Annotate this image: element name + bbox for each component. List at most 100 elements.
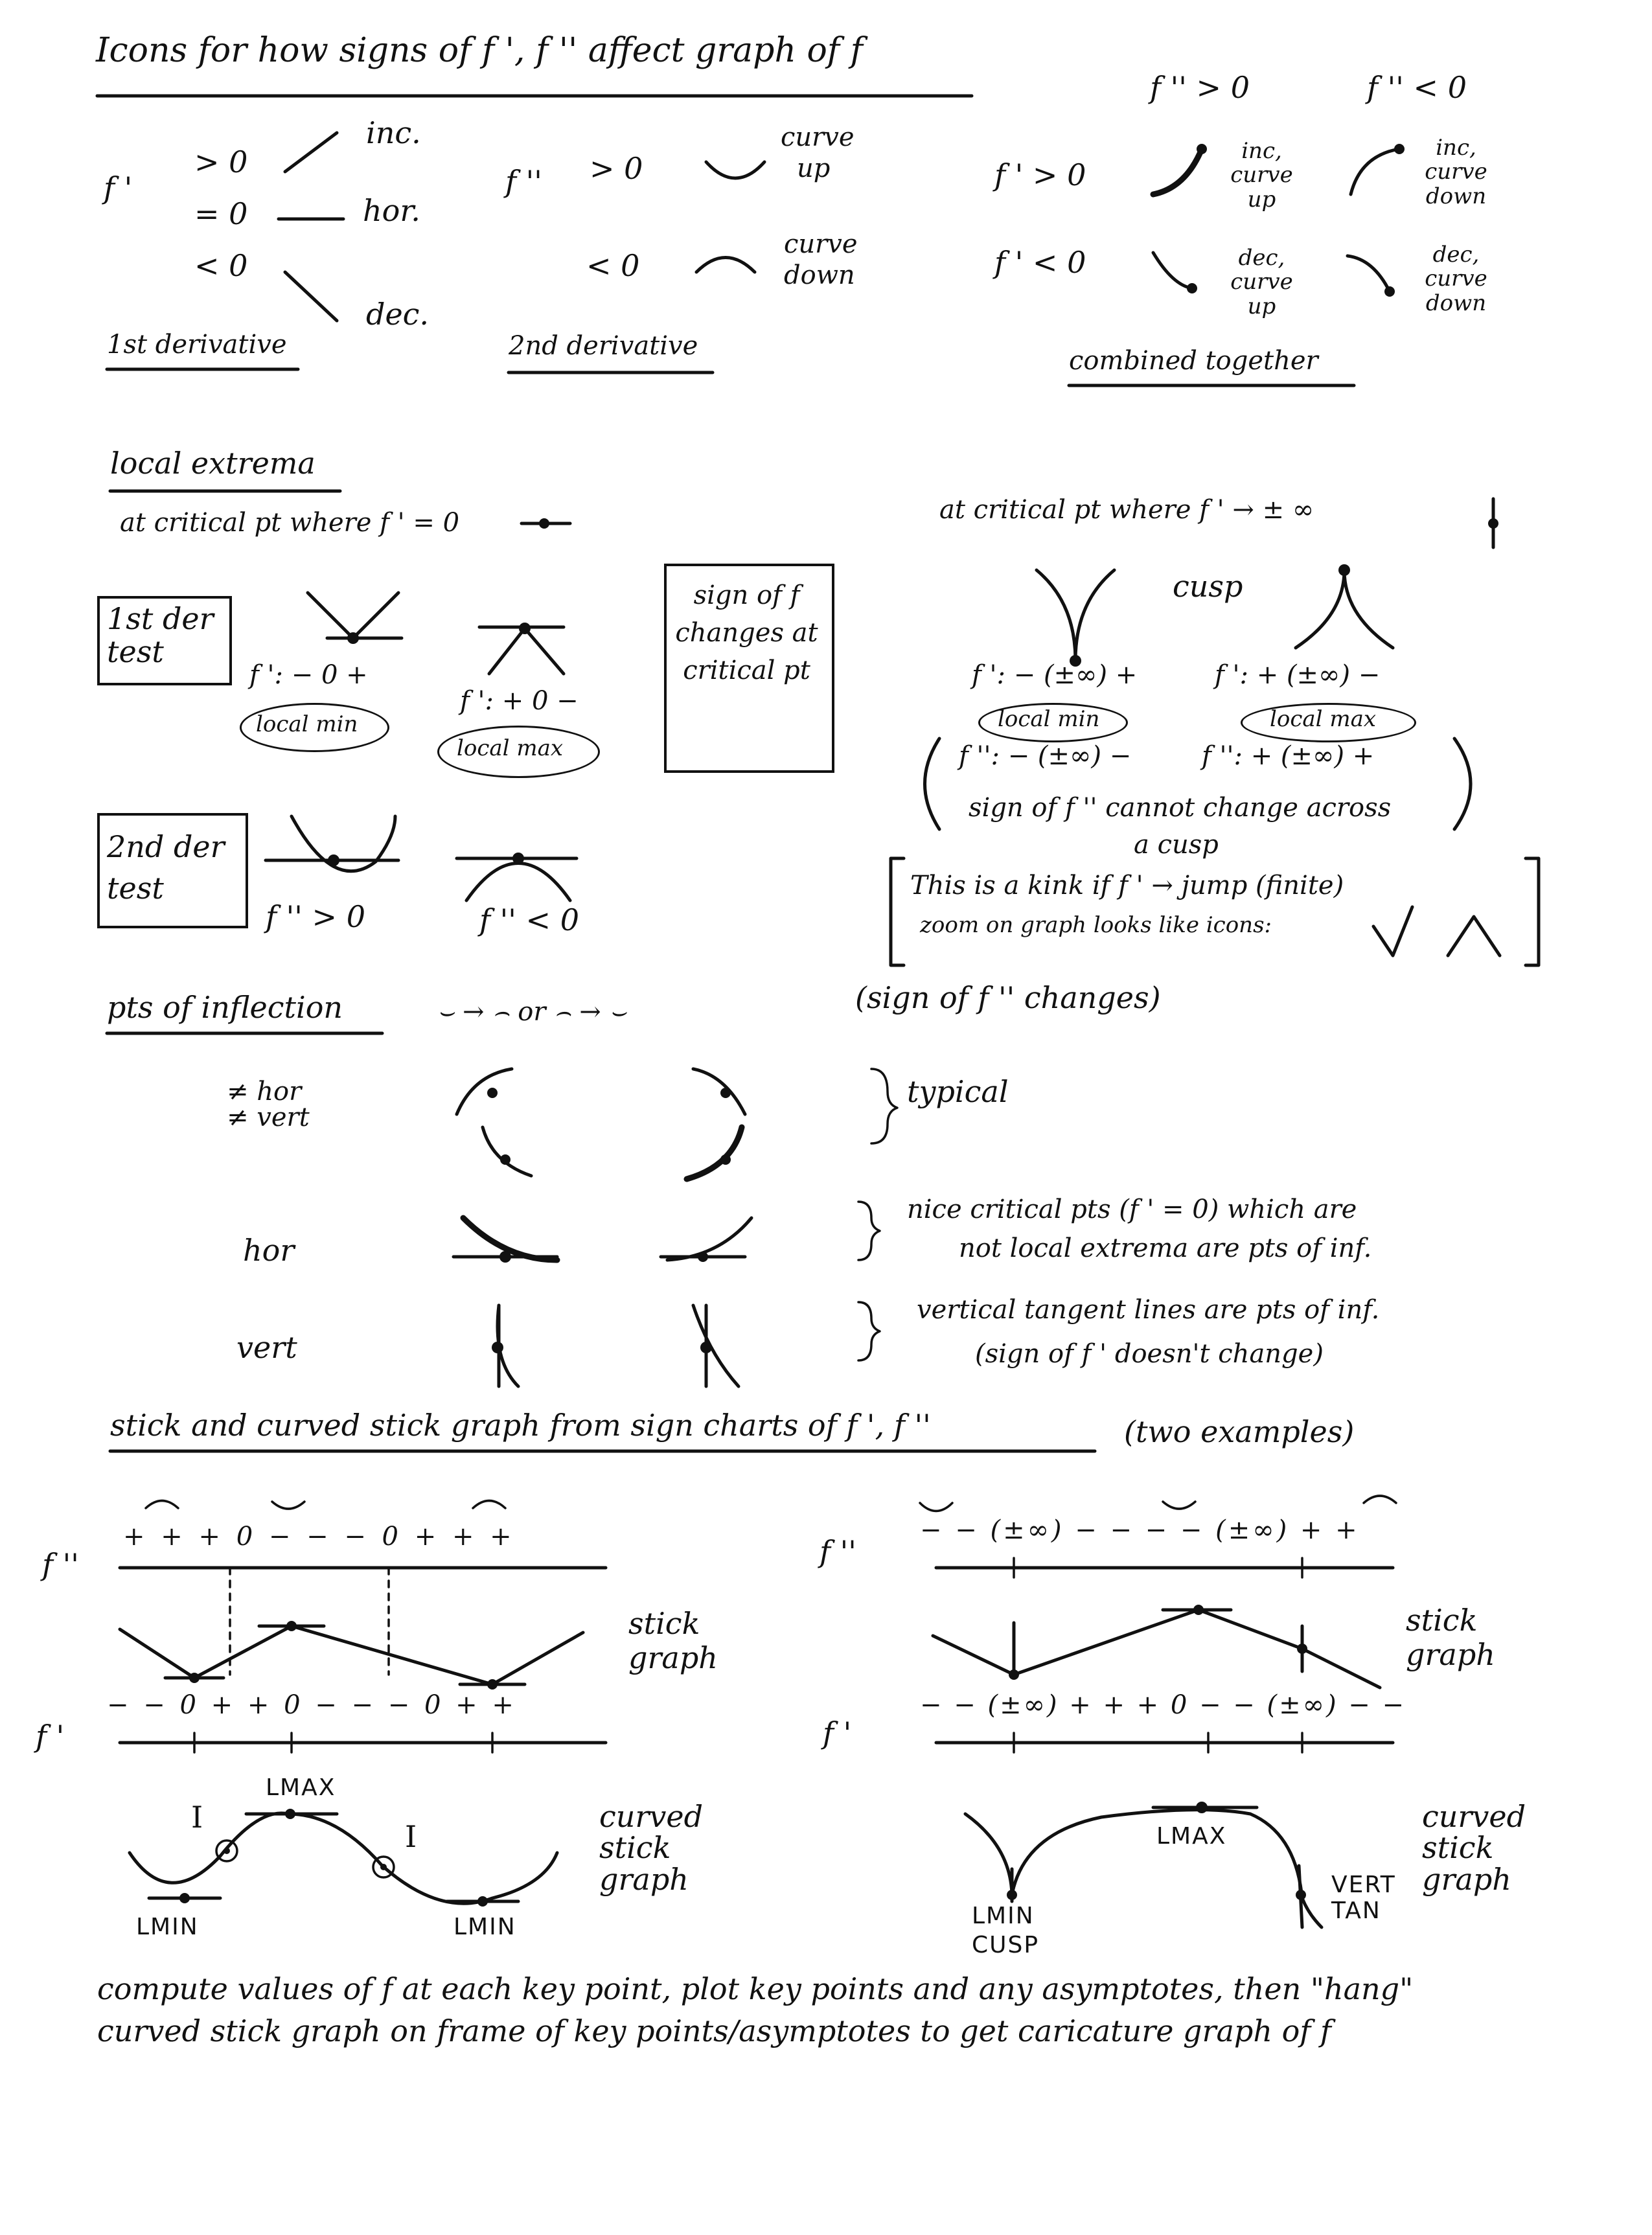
combined-inc-down: inc, curve down <box>1425 135 1487 209</box>
stick-subheading: (two examples) <box>1124 1414 1355 1449</box>
brace-vert <box>857 1301 881 1362</box>
brace-typical <box>870 1068 899 1145</box>
footer-line-1: compute values of f at each key point, p… <box>97 1971 1414 2006</box>
infl-typical-4 <box>683 1124 745 1182</box>
local-max-v-icon <box>487 626 566 676</box>
f1-hor-label: hor. <box>363 193 420 228</box>
concave-up-min-icon <box>290 814 397 873</box>
ex1-lmin-right: LMIN <box>453 1914 516 1940</box>
infl-typical-label: ≠ hor ≠ vert <box>227 1077 310 1132</box>
ex1-stick-graph <box>118 1624 585 1686</box>
cusp-sign-min: f ': − (±∞) + <box>972 660 1138 690</box>
cusp-note-1: sign of f '' cannot change across <box>969 793 1392 823</box>
right-bracket <box>1524 856 1541 967</box>
critical-inf-label: at critical pt where f ' → ± ∞ <box>939 495 1314 525</box>
ex2-f2-symbol: f '' <box>820 1534 856 1569</box>
ex1-lmin-left: LMIN <box>136 1914 199 1940</box>
f2-up-l2: up <box>797 154 831 183</box>
kink-note-2: zoom on graph looks like icons: <box>920 912 1272 938</box>
sign-of-f-box <box>664 564 834 773</box>
f2-sign-neg: < 0 <box>586 248 640 283</box>
infl-hor-desc-1: nice critical pts (f ' = 0) which are <box>907 1195 1357 1224</box>
f1-sign-pos: > 0 <box>194 144 248 179</box>
combined-row-1: f ' > 0 <box>994 157 1086 192</box>
ex2-lmax: LMAX <box>1156 1823 1227 1850</box>
inc-stick <box>283 131 339 174</box>
combined-col-1: f '' > 0 <box>1150 70 1250 105</box>
f1-inc-label: inc. <box>366 115 421 150</box>
f2-down-l2: down <box>784 260 855 290</box>
kink-note-1: This is a kink if f ' → jump (finite) <box>910 871 1344 900</box>
ex2-curved-label: curved stick graph <box>1422 1799 1526 1897</box>
infl-typical-1 <box>455 1067 514 1116</box>
f1-sign-neg: < 0 <box>194 248 248 283</box>
infl-vert-2 <box>691 1303 740 1388</box>
infl-hor-2 <box>665 1216 753 1262</box>
cusp-local-min: local min <box>998 706 1100 732</box>
local-min-oval <box>240 703 389 752</box>
f1-sign-zero: = 0 <box>194 196 248 231</box>
ex1-stick-label: stick graph <box>628 1606 718 1675</box>
first-der-test-box <box>97 596 232 685</box>
f1-dec-label: dec. <box>366 297 430 332</box>
inc-down-icon <box>1349 147 1401 196</box>
f1-caption: 1st derivative <box>107 330 287 360</box>
ex2-f1-signs: − − (±∞) + + + 0 − − (±∞) − − <box>920 1690 1406 1720</box>
local-min-label: local min <box>256 711 358 737</box>
kink-max-icon <box>1446 915 1502 957</box>
ex1-curved-label: curved stick graph <box>599 1799 704 1897</box>
second-der-test-box <box>97 813 248 928</box>
combined-inc-up: inc, curve up <box>1230 138 1293 212</box>
ex1-curved-graph <box>128 1811 559 1905</box>
f2-symbol: f '' <box>505 164 542 199</box>
cusp-note-2: a cusp <box>1134 830 1219 860</box>
stick-heading: stick and curved stick graph from sign c… <box>110 1408 931 1443</box>
curve-up-icon <box>704 160 766 180</box>
infl-typical-desc: typical <box>907 1074 1009 1109</box>
first-test-sign-min: f ': − 0 + <box>249 660 368 690</box>
ex2-f2-signs: − − (±∞) − − − − (±∞) + + <box>920 1515 1360 1545</box>
critical-zero-label: at critical pt where f ' = 0 <box>120 508 460 538</box>
ex2-stick-label: stick graph <box>1406 1603 1495 1672</box>
dec-down-icon <box>1346 254 1392 293</box>
inflection-pattern: ⌣ → ⌢ or ⌢ → ⌣ <box>437 997 626 1027</box>
infl-vert-desc-1: vertical tangent lines are pts of inf. <box>917 1295 1380 1325</box>
left-paren <box>923 737 941 831</box>
ex1-f2-symbol: f '' <box>42 1547 79 1582</box>
ex1-f2-signs: + + + 0 − − − 0 + + + <box>123 1522 516 1552</box>
infl-vert-label: vert <box>236 1330 297 1365</box>
first-test-sign-max: f ': + 0 − <box>460 686 579 716</box>
f2-sign-pos: > 0 <box>590 151 643 186</box>
inflection-heading: pts of inflection <box>107 990 343 1025</box>
second-test-pos: f '' > 0 <box>266 899 365 934</box>
second-test-neg: f '' < 0 <box>479 902 579 937</box>
local-max-label: local max <box>457 735 564 761</box>
combined-dec-down: dec, curve down <box>1425 242 1487 316</box>
local-extrema-heading: local extrema <box>110 446 315 481</box>
combined-col-2: f '' < 0 <box>1367 70 1467 105</box>
first-der-test-label: 1st der test <box>107 601 214 669</box>
left-bracket <box>889 856 906 967</box>
f2-up-l1: curve <box>781 122 855 152</box>
footer-line-2: curved stick graph on frame of key point… <box>97 2013 1331 2048</box>
ex2-lmin-cusp: LMIN CUSP <box>972 1903 1040 1958</box>
cusp-local-max-oval <box>1241 703 1416 742</box>
infl-typical-3 <box>481 1125 533 1178</box>
f1-symbol: f ' <box>104 170 133 205</box>
f2-down-l1: curve <box>784 229 858 259</box>
right-paren <box>1452 737 1473 831</box>
combined-dec-up: dec, curve up <box>1230 245 1293 319</box>
cusp-max-icon <box>1294 568 1395 650</box>
local-max-oval <box>437 726 600 778</box>
infl-vert-desc-2: (sign of f ' doesn't change) <box>975 1339 1324 1369</box>
ex1-f1-signs: − − 0 + + 0 − − − 0 + + <box>107 1690 517 1720</box>
second-der-test-label: 2nd der test <box>107 829 225 906</box>
inc-up-icon <box>1150 146 1205 198</box>
ex2-f1-symbol: f ' <box>823 1715 852 1750</box>
infl-hor-desc-2: not local extrema are pts of inf. <box>959 1233 1372 1263</box>
f2-caption: 2nd derivative <box>509 331 698 361</box>
sign-of-f-text: sign of f changes at critical pt <box>675 580 818 685</box>
concave-down-max-icon <box>465 862 572 902</box>
